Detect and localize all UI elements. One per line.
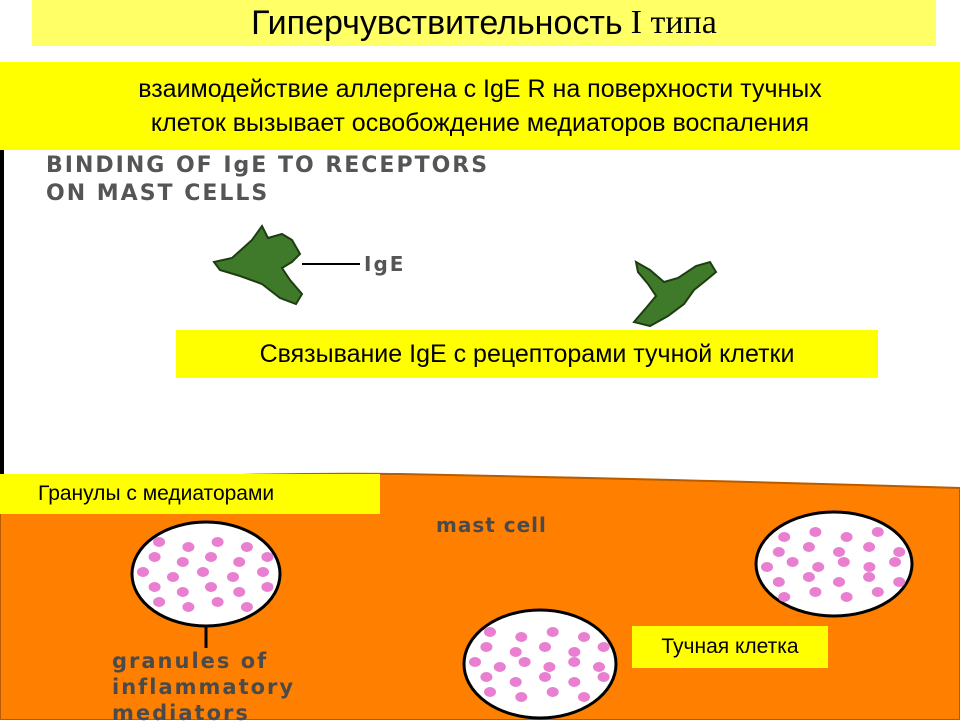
granule-mediator-dot	[153, 597, 166, 607]
granule-mediator-dot	[205, 582, 217, 592]
ige-label: IgE	[364, 252, 406, 276]
granule-mediator-dot	[240, 542, 253, 552]
granule-mediator-dot	[578, 632, 590, 642]
granule	[754, 510, 914, 618]
granule-mediator-dot	[153, 537, 166, 547]
granule-mediator-dot	[871, 527, 884, 537]
granule-mediator-dot	[578, 692, 590, 702]
granule-mediator-dot	[809, 587, 822, 597]
granule-mediator-dot	[518, 657, 531, 667]
granule-mediator-dot	[515, 632, 528, 642]
granule-mediator-dot	[863, 562, 876, 572]
page-title: Гиперчувствительность	[251, 3, 623, 42]
left-border	[0, 150, 4, 480]
ige-antibody-right	[632, 260, 718, 328]
granule-mediator-dot	[863, 572, 876, 582]
granule-mediator-dot	[480, 672, 493, 682]
ige-antibody-left	[212, 224, 304, 306]
granule-mediator-dot	[480, 642, 493, 652]
page-title-type: I типа	[630, 4, 717, 41]
granule-mediator-dot	[148, 582, 161, 592]
subtitle-line-2: клеток вызывает освобождение медиаторов …	[150, 109, 810, 137]
granule-mediator-dot	[893, 547, 906, 557]
granule-mediator-dot	[546, 627, 559, 637]
granule-mediator-dot	[840, 532, 853, 542]
granule-mediator-dot	[772, 547, 785, 557]
granule-mediator-dot	[893, 577, 906, 587]
granule-mediator-dot	[240, 602, 253, 612]
granule-mediator-dot	[543, 662, 556, 672]
granule-mediator-dot	[802, 542, 815, 552]
granule-mediator-dot	[211, 597, 224, 607]
subtitle-box: взаимодействие аллергена с IgE R на пове…	[0, 62, 960, 150]
granule-mediator-dot	[837, 557, 850, 567]
mast-cell-note: Тучная клетка	[632, 626, 828, 668]
granules-caption-line-3: mediators	[112, 701, 250, 725]
granule-mediator-dot	[568, 657, 581, 667]
subtitle-line-1: взаимодействие аллергена с IgE R на пове…	[138, 75, 822, 103]
binding-caption-line-1: BINDING OF IgE TO RECEPTORS	[46, 153, 490, 178]
granule-mediator-dot	[597, 642, 610, 652]
granule-mediator-dot	[809, 527, 822, 537]
granule-mediator-dot	[772, 577, 785, 587]
granules-caption-line-2: inflammatory	[112, 675, 296, 699]
granule-mediator-dot	[568, 647, 581, 657]
granule-mediator-dot	[257, 567, 269, 577]
granule-mediator-dot	[211, 537, 224, 547]
granule-mediator-dot	[593, 662, 605, 672]
granules-note: Гранулы с медиаторами	[0, 474, 380, 514]
granule-mediator-dot	[493, 662, 506, 672]
granule-mediator-dot	[197, 567, 209, 577]
granule-mediator-dot	[148, 552, 161, 562]
granule-mediator-dot	[761, 562, 773, 572]
granule	[462, 608, 618, 720]
granule-mediator-dot	[182, 602, 195, 612]
granule-mediator-dot	[539, 672, 551, 682]
granule-mediator-dot	[509, 677, 522, 687]
binding-caption: BINDING OF IgE TO RECEPTORS ON MAST CELL…	[46, 152, 489, 208]
granule-mediator-dot	[176, 557, 189, 567]
granules-caption-line-1: granules of	[112, 649, 269, 673]
granule-mediator-dot	[261, 582, 274, 592]
granule-mediator-dot	[227, 572, 239, 582]
granule-mediator-dot	[840, 592, 853, 602]
granule-mediator-dot	[786, 557, 799, 567]
binding-note: Связывание IgE с рецепторами тучной клет…	[176, 330, 878, 378]
granule-mediator-dot	[778, 532, 791, 542]
granule-mediator-dot	[515, 692, 528, 702]
granule-mediator-dot	[597, 672, 610, 682]
granule-mediator-dot	[509, 647, 522, 657]
granule-mediator-dot	[469, 657, 481, 667]
granule-mediator-dot	[833, 577, 845, 587]
granule-mediator-dot	[889, 557, 901, 567]
granules-caption: granules of inflammatory mediators	[112, 648, 295, 726]
granule-mediator-dot	[233, 587, 246, 597]
mast-cell-label: mast cell	[436, 513, 547, 537]
granule-mediator-dot	[546, 687, 559, 697]
granule-mediator-dot	[833, 547, 845, 557]
granule-mediator-dot	[778, 592, 791, 602]
binding-caption-line-2: ON MAST CELLS	[46, 181, 270, 206]
granule-mediator-dot	[568, 677, 581, 687]
granule-mediator-dot	[176, 587, 189, 597]
granule-mediator-dot	[205, 552, 217, 562]
title-bar: Гиперчувствительность I типа	[32, 0, 936, 46]
granule-mediator-dot	[802, 572, 815, 582]
granule-mediator-dot	[137, 567, 149, 577]
granule-mediator-dot	[863, 542, 876, 552]
granule-mediator-dot	[812, 562, 825, 572]
granule-mediator-dot	[484, 687, 496, 697]
granule-mediator-dot	[167, 572, 179, 582]
granule-mediator-dot	[484, 627, 496, 637]
granule-mediator-dot	[261, 552, 274, 562]
granule-mediator-dot	[871, 587, 884, 597]
granule-mediator-dot	[539, 642, 551, 652]
granule-mediator-dot	[233, 557, 246, 567]
granule-mediator-dot	[182, 542, 195, 552]
